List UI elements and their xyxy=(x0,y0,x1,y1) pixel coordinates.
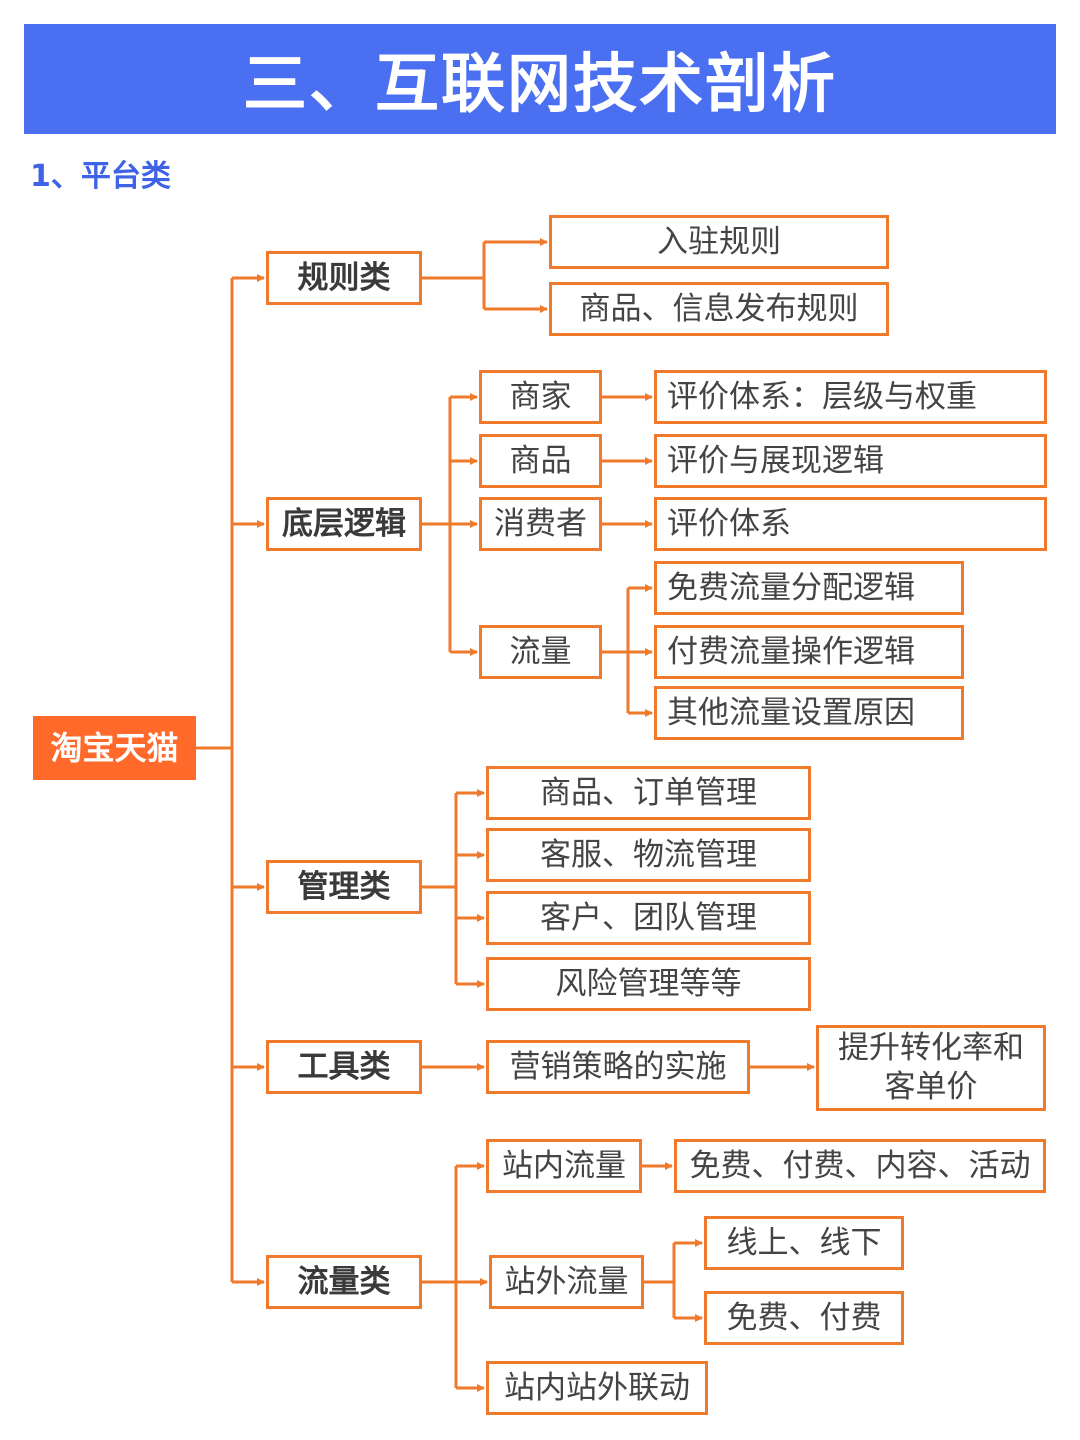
connector-logic-out xyxy=(422,397,452,652)
node-offsite: 站外流量 xyxy=(489,1255,644,1309)
node-merchant-detail: 评价体系：层级与权重 xyxy=(654,370,1047,424)
node-consumer-detail: 评价体系 xyxy=(654,497,1047,551)
node-free-traffic: 免费流量分配逻辑 xyxy=(654,561,964,615)
node-online-offline: 线上、线下 xyxy=(704,1216,904,1270)
node-conversion-line1: 提升转化率和 xyxy=(838,1030,1024,1067)
root-node: 淘宝天猫 xyxy=(33,716,196,780)
node-mgmt-risk: 风险管理等等 xyxy=(486,957,811,1011)
node-linkage: 站内站外联动 xyxy=(486,1361,708,1415)
node-traffic: 流量类 xyxy=(266,1255,422,1309)
connector-traffic-out xyxy=(422,1166,458,1388)
node-rules: 规则类 xyxy=(266,251,422,305)
node-product: 商品 xyxy=(479,434,602,488)
node-onsite: 站内流量 xyxy=(486,1139,642,1193)
node-traffic-logic: 流量 xyxy=(479,625,602,679)
node-publish-rules: 商品、信息发布规则 xyxy=(549,282,889,336)
connector-traffic-logic-out xyxy=(602,588,630,713)
node-management: 管理类 xyxy=(266,860,422,914)
node-free-paid: 免费、付费 xyxy=(704,1291,904,1345)
node-settle-rules: 入驻规则 xyxy=(549,215,889,269)
node-mgmt-orders: 商品、订单管理 xyxy=(486,766,811,820)
node-marketing: 营销策略的实施 xyxy=(486,1040,750,1094)
page-title: 三、互联网技术剖析 xyxy=(243,48,837,122)
node-logic: 底层逻辑 xyxy=(266,497,422,551)
node-merchant: 商家 xyxy=(479,370,602,424)
connector-management-out xyxy=(422,793,458,984)
node-consumer: 消费者 xyxy=(479,497,602,551)
title-banner: 三、互联网技术剖析 xyxy=(24,24,1056,134)
node-mgmt-service: 客服、物流管理 xyxy=(486,828,811,882)
node-product-detail: 评价与展现逻辑 xyxy=(654,434,1047,488)
node-other-traffic: 其他流量设置原因 xyxy=(654,686,964,740)
node-conversion: 提升转化率和 客单价 xyxy=(816,1025,1046,1111)
section-title: 1、平台类 xyxy=(30,159,171,194)
node-mgmt-team: 客户、团队管理 xyxy=(486,891,811,945)
connector-offsite-out xyxy=(644,1243,676,1318)
node-onsite-detail: 免费、付费、内容、活动 xyxy=(674,1139,1046,1193)
node-paid-traffic: 付费流量操作逻辑 xyxy=(654,625,964,679)
node-tools: 工具类 xyxy=(266,1040,422,1094)
node-conversion-line2: 客单价 xyxy=(884,1069,978,1105)
connector-rules-out xyxy=(422,242,486,309)
